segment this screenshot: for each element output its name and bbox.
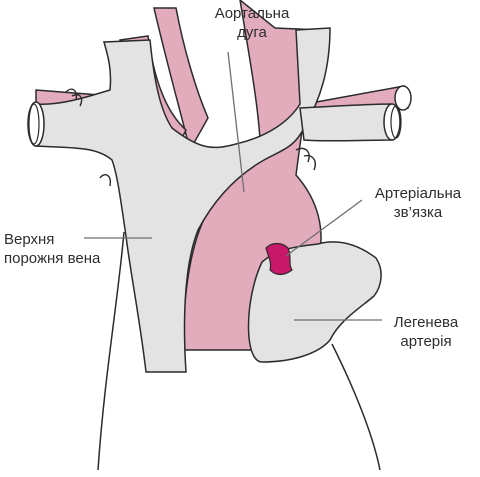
leader-arterial-ligament [285,199,363,257]
superior-vena-cava-label-line-2: порожня вена [4,250,101,267]
pulmonary-artery-label: Легенева артерія [384,313,468,351]
arterial-ligament-label-line-1: Артеріальна [374,185,462,202]
leader-lines [84,51,382,321]
arterial-ligament [265,242,293,276]
pulmonary-artery [247,241,382,363]
pulmonary-artery-label-line-2: артерія [400,333,452,350]
arterial-ligament-label: Артеріальна зв’язка [358,184,478,222]
arterial-ligament-label-line-2: зв’язка [393,204,443,221]
aortic-arch-label: Аортальна дуга [204,4,300,42]
superior-vena-cava-label: Верхня порожня вена [4,230,100,268]
pulmonary-artery-label-line-1: Легенева [393,314,459,331]
superior-vena-cava [27,27,402,373]
aortic-arch-label-line-1: Аортальна [214,5,290,22]
leader-aortic-arch [227,51,245,193]
heart-outline [97,231,381,471]
superior-vena-cava-label-line-1: Верхня [4,231,55,248]
aortic-arch-label-line-2: дуга [237,24,267,41]
